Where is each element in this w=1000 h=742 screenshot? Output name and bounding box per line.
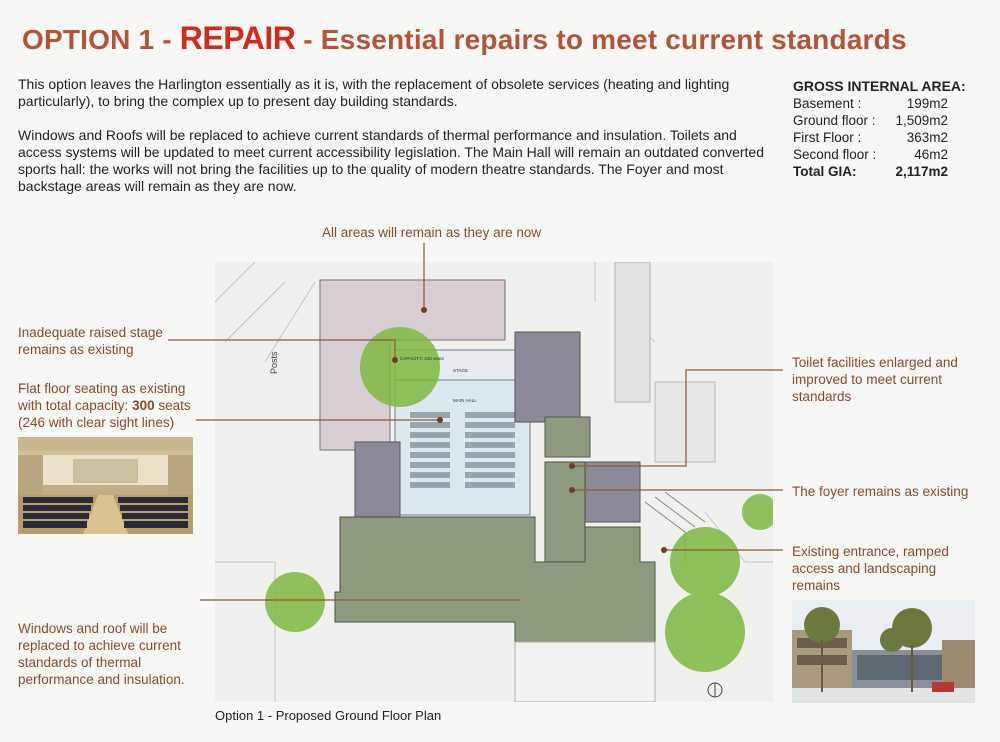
- plan-posts-label: Posts: [269, 351, 279, 374]
- intro-text: This option leaves the Harlington essent…: [18, 76, 778, 212]
- plan-stage-label: STAGE: [453, 368, 468, 373]
- label-line: Windows and roof will be: [18, 621, 168, 636]
- label-line: Flat floor seating as existing: [18, 381, 186, 396]
- gia-row-value: 363m2: [906, 130, 948, 145]
- gia-row-label: Ground floor :: [793, 113, 876, 128]
- label-line: improved to meet current: [792, 372, 943, 387]
- gia-row: First Floor : 363m2: [793, 129, 973, 146]
- label-text: with total capacity:: [18, 398, 133, 413]
- gia-row-label: Second floor :: [793, 147, 877, 162]
- intro-paragraph-1: This option leaves the Harlington essent…: [18, 76, 730, 109]
- gia-row: Basement : 199m2: [793, 95, 973, 112]
- intro-paragraph-2: Windows and Roofs will be replaced to ac…: [18, 127, 764, 194]
- label-windows: Windows and roof will be replaced to ach…: [18, 620, 185, 688]
- floor-plan: Posts CAPACITY: 246 seats STAGE MAIN HAL…: [215, 262, 773, 702]
- label-line: remains: [792, 578, 841, 593]
- gia-row: Ground floor : 1,509m2: [793, 112, 973, 129]
- title-keyword: REPAIR: [179, 20, 296, 56]
- gia-row-value: 1,509m2: [895, 113, 948, 128]
- plan-caption: Option 1 - Proposed Ground Floor Plan: [215, 708, 442, 723]
- label-line: standards of thermal: [18, 655, 142, 670]
- label-line: standards: [792, 389, 852, 404]
- title-prefix: OPTION 1 -: [22, 24, 180, 55]
- label-toilets: Toilet facilities enlarged and improved …: [792, 354, 958, 405]
- gia-row-label: Basement :: [793, 96, 862, 111]
- gia-total: Total GIA: 2,117m2: [793, 163, 973, 180]
- label-foyer: The foyer remains as existing: [792, 484, 969, 499]
- gia-row-value: 199m2: [906, 96, 948, 111]
- plan-main-hall-label: MAIN HALL: [453, 398, 477, 403]
- label-stage: Inadequate raised stage remains as exist…: [18, 324, 163, 358]
- label-line: Inadequate raised stage: [18, 325, 163, 340]
- label-text: seats: [154, 398, 191, 413]
- title-suffix: - Essential repairs to meet current stan…: [295, 24, 907, 55]
- label-seating: Flat floor seating as existing with tota…: [18, 380, 191, 431]
- label-line: replaced to achieve current: [18, 638, 181, 653]
- label-entrance: Existing entrance, ramped access and lan…: [792, 543, 949, 594]
- entrance-exterior-photo: [792, 600, 975, 703]
- hall-seating-grid: [410, 412, 515, 488]
- gross-internal-area: GROSS INTERNAL AREA: Basement : 199m2 Gro…: [793, 78, 973, 180]
- gia-total-value: 2,117m2: [895, 164, 948, 179]
- gia-row-value: 46m2: [914, 147, 948, 162]
- label-line: access and landscaping: [792, 561, 937, 576]
- label-all-areas: All areas will remain as they are now: [322, 225, 542, 240]
- seat-count: 300: [132, 398, 155, 413]
- gia-row-label: First Floor :: [793, 130, 862, 145]
- gia-heading: GROSS INTERNAL AREA:: [793, 78, 966, 94]
- page-title: OPTION 1 - REPAIR - Essential repairs to…: [22, 20, 907, 57]
- label-line: remains as existing: [18, 342, 134, 357]
- hall-interior-photo: [18, 437, 193, 534]
- label-line: (246 with clear sight lines): [18, 415, 175, 430]
- label-line: performance and insulation.: [18, 672, 185, 687]
- plan-capacity-label: CAPACITY: 246 seats: [400, 356, 445, 361]
- label-line: with total capacity: 300 seats: [18, 397, 191, 414]
- label-line: Toilet facilities enlarged and: [792, 355, 958, 370]
- label-line: Existing entrance, ramped: [792, 544, 949, 559]
- gia-row: Second floor : 46m2: [793, 146, 973, 163]
- gia-total-label: Total GIA:: [793, 164, 857, 179]
